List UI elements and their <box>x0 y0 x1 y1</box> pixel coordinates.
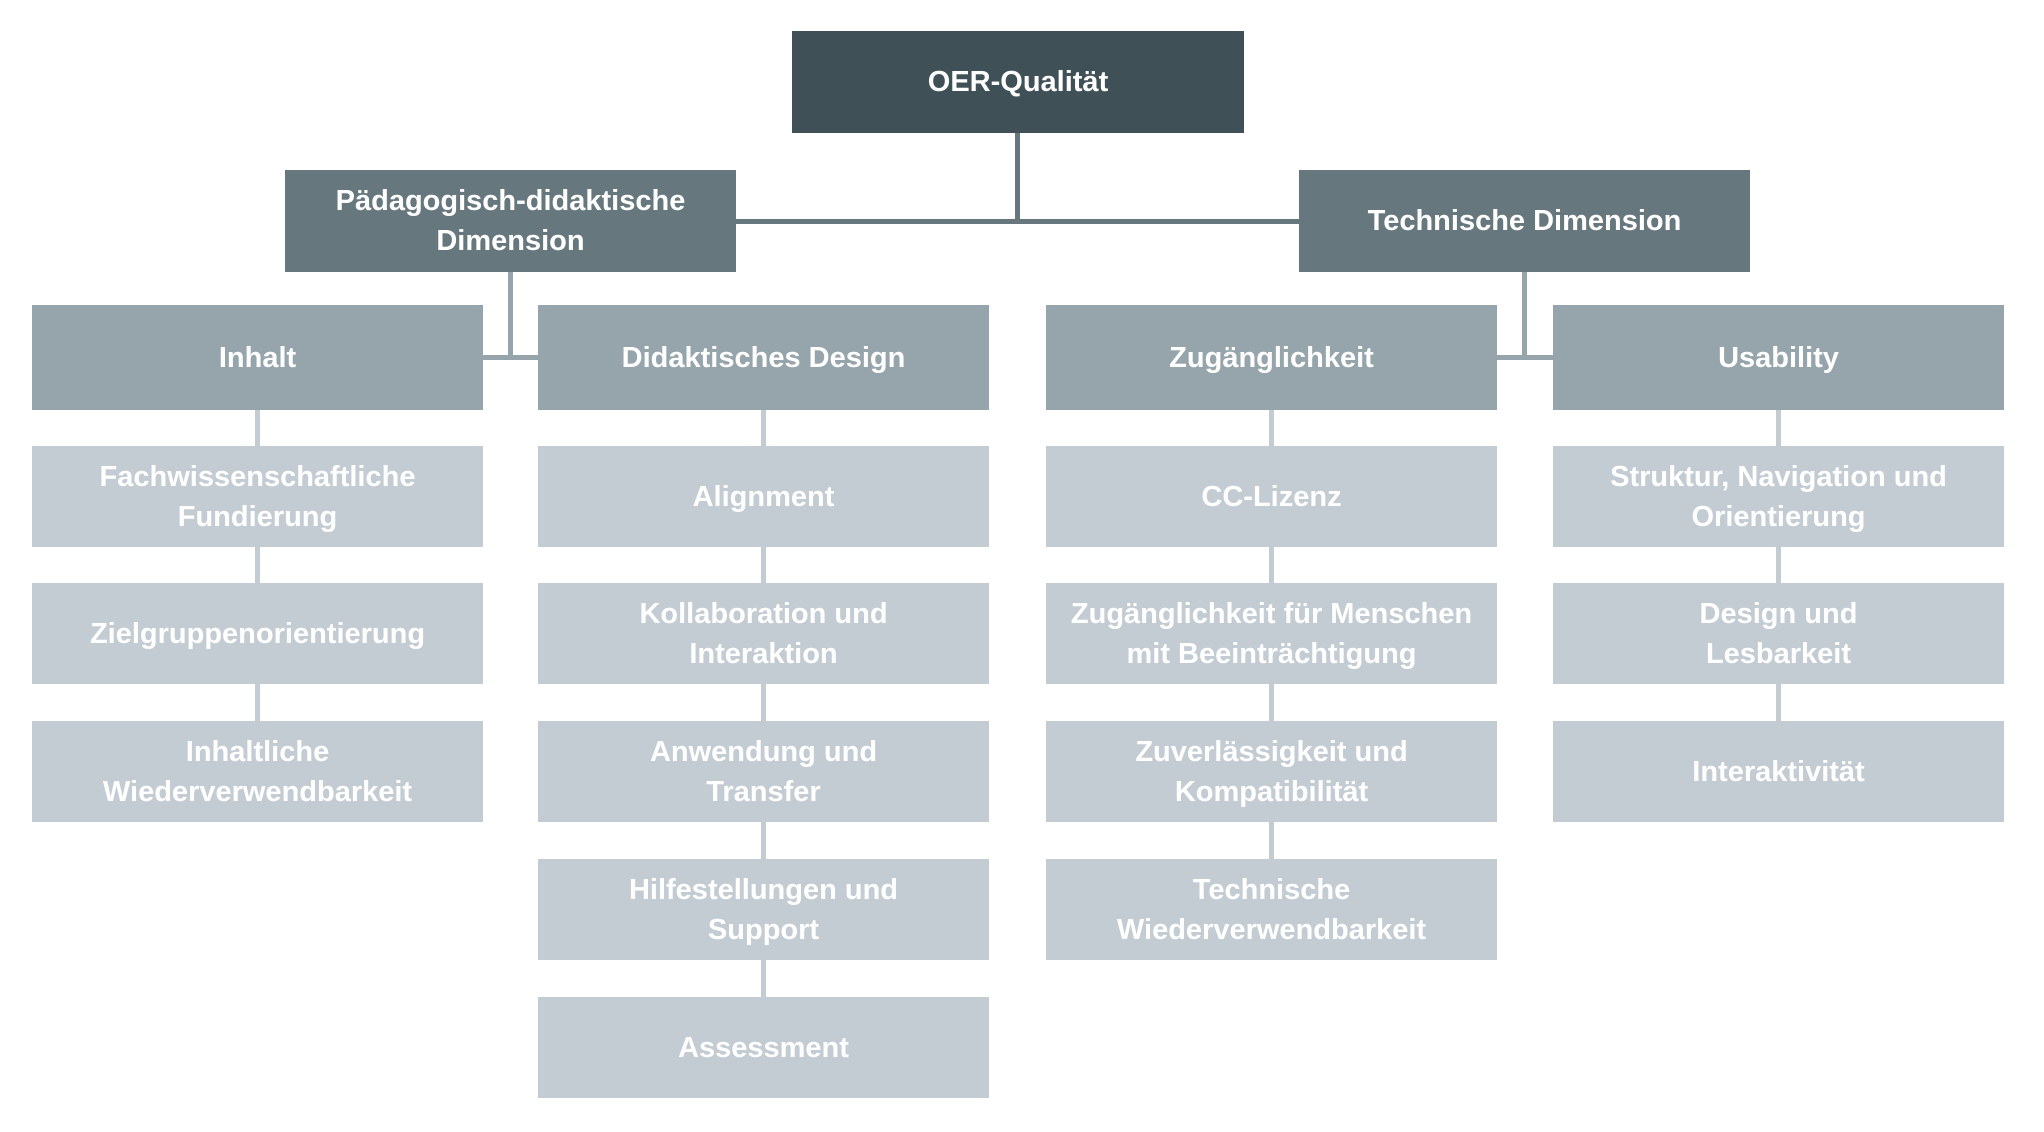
criterion-zielgruppenorientierung: Zielgruppenorientierung <box>32 583 483 684</box>
criterion-alignment: Alignment <box>538 446 989 547</box>
connector-col4-seg3 <box>1776 684 1781 721</box>
connector-col2-seg1 <box>761 410 766 446</box>
criterion-inhaltliche-wiederverwendbarkeit: Inhaltliche Wiederverwendbarkeit <box>32 721 483 822</box>
connector-col2-seg4 <box>761 822 766 859</box>
connector-paedagogisch-horizontal <box>483 355 538 360</box>
connector-col1-seg3 <box>255 684 260 721</box>
connector-col1-seg1 <box>255 410 260 446</box>
criterion-struktur-navigation-orientierung: Struktur, Navigation und Orientierung <box>1553 446 2004 547</box>
criterion-interaktivitaet: Interaktivität <box>1553 721 2004 822</box>
connector-col2-seg3 <box>761 684 766 721</box>
connector-root-vertical <box>1015 133 1020 224</box>
criterion-anwendung-und-transfer: Anwendung und Transfer <box>538 721 989 822</box>
category-header-inhalt: Inhalt <box>32 305 483 410</box>
connector-col3-seg4 <box>1269 822 1274 859</box>
category-header-zugaenglichkeit: Zugänglichkeit <box>1046 305 1497 410</box>
connector-technisch-horizontal <box>1497 355 1553 360</box>
criterion-assessment: Assessment <box>538 997 989 1098</box>
criterion-cc-lizenz: CC-Lizenz <box>1046 446 1497 547</box>
connector-col3-seg3 <box>1269 684 1274 721</box>
connector-col3-seg2 <box>1269 547 1274 583</box>
root-node-oer-qualitaet: OER-Qualität <box>792 31 1244 133</box>
category-header-didaktisches-design: Didaktisches Design <box>538 305 989 410</box>
connector-col4-seg1 <box>1776 410 1781 446</box>
connector-col3-seg1 <box>1269 410 1274 446</box>
connector-col1-seg2 <box>255 547 260 583</box>
connector-col2-seg2 <box>761 547 766 583</box>
connector-paedagogisch-vertical <box>508 272 513 360</box>
criterion-design-und-lesbarkeit: Design und Lesbarkeit <box>1553 583 2004 684</box>
criterion-fachwissenschaftliche-fundierung: Fachwissenschaftliche Fundierung <box>32 446 483 547</box>
criterion-kollaboration-und-interaktion: Kollaboration und Interaktion <box>538 583 989 684</box>
criterion-hilfestellungen-und-support: Hilfestellungen und Support <box>538 859 989 960</box>
connector-technisch-vertical <box>1522 272 1527 360</box>
criterion-zugaenglichkeit-beeintraechtigung: Zugänglichkeit für Menschen mit Beeinträ… <box>1046 583 1497 684</box>
criterion-zuverlaessigkeit-und-kompatibilitaet: Zuverlässigkeit und Kompatibilität <box>1046 721 1497 822</box>
dimension-node-technisch: Technische Dimension <box>1299 170 1750 272</box>
dimension-node-paedagogisch-didaktisch: Pädagogisch-didaktische Dimension <box>285 170 736 272</box>
criterion-technische-wiederverwendbarkeit: Technische Wiederverwendbarkeit <box>1046 859 1497 960</box>
connector-dimensions-horizontal <box>736 219 1299 224</box>
connector-col2-seg5 <box>761 960 766 997</box>
category-header-usability: Usability <box>1553 305 2004 410</box>
connector-col4-seg2 <box>1776 547 1781 583</box>
